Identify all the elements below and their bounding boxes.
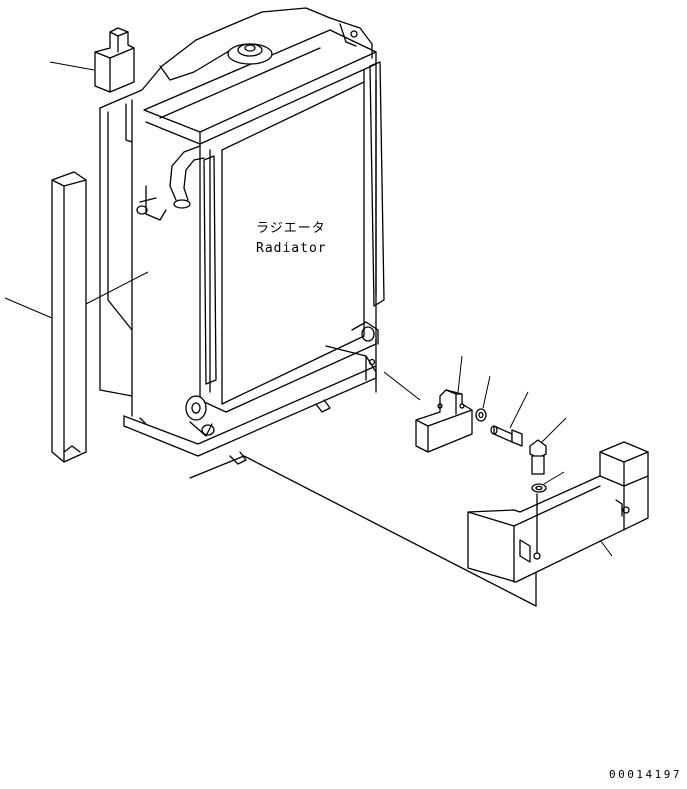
bolt-horizontal [490, 425, 523, 447]
left-side-bar [51, 171, 87, 463]
washer-2 [531, 483, 547, 493]
bolt-vertical [529, 439, 547, 475]
drawing-number: 00014197 [609, 768, 682, 781]
washer-1 [475, 408, 487, 422]
leader-washer-2 [543, 471, 565, 485]
leader-lower-guard [599, 539, 613, 557]
leader-bolt-1 [509, 391, 529, 429]
radiator-assembly [99, 7, 385, 457]
radiator-label-en: Radiator [256, 241, 327, 256]
radiator-label-jp: ラジエータ [256, 221, 326, 236]
leader-right-block-2 [383, 371, 421, 401]
right-cushion-block [415, 389, 473, 453]
lower-guard [467, 441, 649, 583]
leader-washer-1 [482, 375, 491, 409]
leader-bolt-2 [541, 417, 567, 443]
top-cushion-block [94, 27, 135, 93]
leader-top-block [49, 61, 95, 71]
leader-right-block [457, 355, 463, 393]
leader-radiator-side [85, 271, 149, 305]
leader-left-bar [4, 297, 53, 319]
